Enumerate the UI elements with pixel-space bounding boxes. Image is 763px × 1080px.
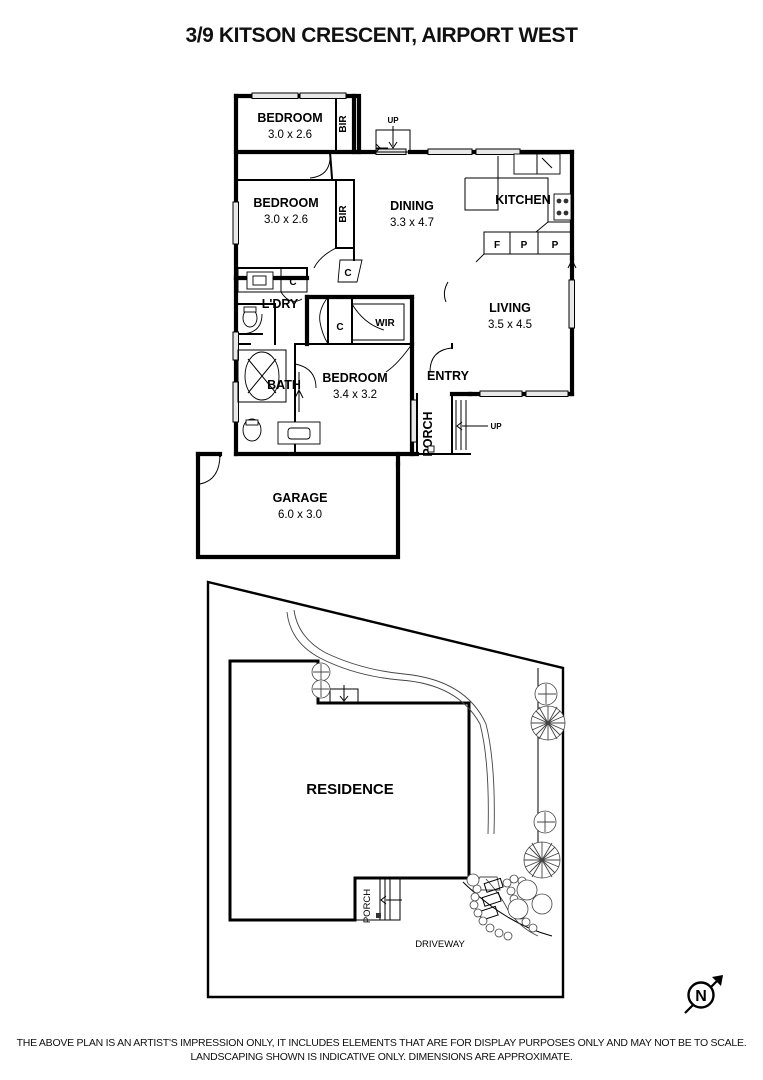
footer-disclaimer: THE ABOVE PLAN IS AN ARTIST'S IMPRESSION…: [0, 1036, 763, 1064]
palm-tree-icon-2: [523, 841, 561, 879]
garage-dims: 6.0 x 3.0: [278, 509, 322, 521]
bir2-label: BIR: [338, 205, 349, 223]
footer-line-2: LANDSCAPING SHOWN IS INDICATIVE ONLY. DI…: [190, 1051, 573, 1063]
north-arrow: N: [684, 975, 723, 1014]
fridge-label: F: [494, 240, 500, 251]
bir2-label-group: BIR: [338, 205, 349, 223]
up-label-rear: UP: [387, 116, 399, 125]
bir1-label-group: BIR: [338, 115, 349, 133]
bir1-label: BIR: [338, 115, 349, 133]
cupboard-wir-label: C: [336, 322, 343, 333]
up-label-porch: UP: [490, 422, 502, 431]
north-label: N: [695, 988, 707, 1005]
pantry1-label: P: [521, 240, 528, 251]
bedroom1-dims: 3.0 x 2.6: [268, 129, 312, 141]
bedroom1-label: BEDROOM: [257, 111, 322, 125]
kitchen-label: KITCHEN: [495, 193, 551, 207]
living-label: LIVING: [489, 301, 531, 315]
palm-tree-icon-1: [530, 705, 566, 741]
garage-label: GARAGE: [273, 491, 328, 505]
cupboard-bed2-label: C: [344, 268, 351, 279]
entry-label: ENTRY: [427, 369, 470, 383]
footer-line-1: THE ABOVE PLAN IS AN ARTIST'S IMPRESSION…: [16, 1037, 747, 1049]
dining-dims: 3.3 x 4.7: [390, 217, 434, 229]
floor-plan: .wall { stroke:#000; stroke-width:4.2; f…: [180, 82, 600, 572]
porch-label-group: PORCH: [421, 411, 435, 456]
bedroom2-label: BEDROOM: [253, 196, 318, 210]
wir-label: WIR: [375, 318, 395, 329]
site-plan: .bdry { stroke:#000; stroke-width:2.4; f…: [190, 572, 590, 1002]
site-porch-label-group: PORCH: [362, 889, 373, 923]
cupboard-laundry-label: C: [289, 277, 296, 288]
site-porch-label: PORCH: [362, 889, 373, 923]
pantry2-label: P: [552, 240, 559, 251]
bedroom3-label: BEDROOM: [322, 371, 387, 385]
porch-label: PORCH: [421, 411, 435, 456]
dining-label: DINING: [390, 199, 434, 213]
bath-label: BATH: [267, 378, 301, 392]
page-title: 3/9 KITSON CRESCENT, AIRPORT WEST: [185, 24, 578, 47]
residence-label: RESIDENCE: [306, 781, 394, 798]
living-dims: 3.5 x 4.5: [488, 319, 532, 331]
laundry-label: L'DRY: [262, 297, 299, 311]
bedroom3-dims: 3.4 x 3.2: [333, 389, 377, 401]
bedroom2-dims: 3.0 x 2.6: [264, 214, 308, 226]
driveway-label: DRIVEWAY: [415, 939, 465, 950]
